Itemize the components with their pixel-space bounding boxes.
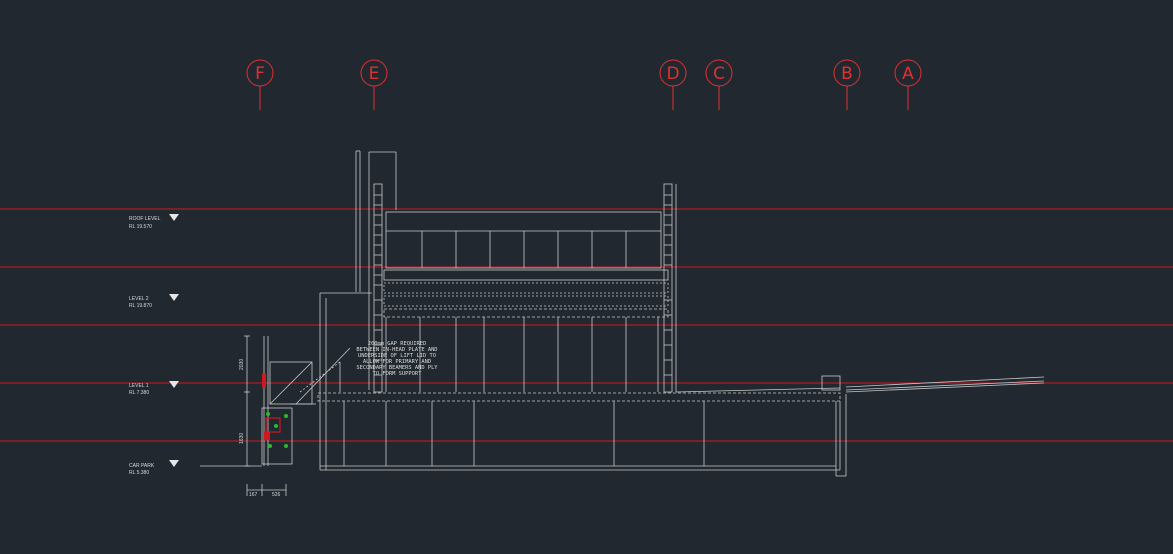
note-line-1: 200mm GAP REQUIRED bbox=[368, 341, 426, 347]
dim-bottom-left: 167 bbox=[249, 492, 258, 498]
note-line-3: UNDERSIDE OF LIFT LID TO bbox=[358, 353, 436, 359]
level-triangle-icon bbox=[169, 214, 179, 221]
level-name-level1: LEVEL 1 bbox=[129, 383, 149, 389]
note-line-6: TO FORM SUPPORT bbox=[373, 371, 422, 377]
grid-bubbles: F E D C B A bbox=[246, 59, 922, 110]
annotation-note[interactable]: 200mm GAP REQUIRED BETWEEN IN-HEAD PLATE… bbox=[356, 341, 438, 377]
level-rl-level1: RL 7.380 bbox=[129, 390, 149, 396]
carpark-storey bbox=[200, 394, 847, 477]
grid-bubble-E[interactable]: E bbox=[360, 59, 388, 110]
grid-bubble-A[interactable]: A bbox=[894, 59, 922, 110]
level-markers: ROOF LEVEL RL 19.570 LEVEL 2 RL 19.870 L… bbox=[129, 214, 179, 476]
level-marker-level2[interactable]: LEVEL 2 RL 19.870 bbox=[129, 294, 179, 309]
level-triangle-icon bbox=[169, 381, 179, 388]
level1-slab bbox=[317, 375, 1045, 402]
level-triangle-icon bbox=[169, 460, 179, 467]
dim-upper: 2030 bbox=[239, 359, 245, 370]
building-section[interactable] bbox=[200, 150, 1045, 496]
grid-label-B: B bbox=[841, 64, 853, 84]
dimension-lines bbox=[244, 335, 287, 496]
dimension-texts: 2030 1630 167 526 bbox=[239, 359, 281, 498]
level-rl-roof: RL 19.570 bbox=[129, 224, 152, 230]
note-line-5: SECONDARY BEAMERS AND PLY bbox=[356, 365, 438, 371]
level-triangle-icon bbox=[169, 294, 179, 301]
level1-storey bbox=[385, 317, 659, 392]
grid-label-C: C bbox=[713, 64, 725, 84]
grid-label-F: F bbox=[255, 64, 265, 84]
grid-label-E: E bbox=[369, 64, 380, 84]
level-lines bbox=[0, 208, 1173, 442]
upper-glazing bbox=[385, 211, 662, 269]
note-line-4: ALLOW FOR PRIMARY AND bbox=[363, 359, 431, 365]
grid-bubble-D[interactable]: D bbox=[659, 59, 687, 110]
level-marker-level1[interactable]: LEVEL 1 RL 7.380 bbox=[129, 381, 179, 396]
level-rl-level2: RL 19.870 bbox=[129, 303, 152, 309]
dim-lower: 1630 bbox=[239, 433, 245, 444]
level-rl-carpark: RL 5.380 bbox=[129, 470, 149, 476]
level-name-carpark: CAR PARK bbox=[129, 463, 155, 469]
dim-bottom-right: 526 bbox=[272, 492, 281, 498]
lift-pit bbox=[261, 336, 351, 466]
level-name-level2: LEVEL 2 bbox=[129, 296, 149, 302]
level-name-roof: ROOF LEVEL bbox=[129, 216, 161, 222]
grid-bubble-F[interactable]: F bbox=[246, 59, 274, 110]
column-d bbox=[663, 183, 677, 393]
lift-shaft-wall bbox=[355, 150, 397, 393]
grid-label-D: D bbox=[666, 64, 679, 84]
level-marker-roof[interactable]: ROOF LEVEL RL 19.570 bbox=[129, 214, 179, 230]
detail-markers bbox=[262, 374, 288, 448]
note-line-2: BETWEEN IN-HEAD PLATE AND bbox=[356, 347, 437, 353]
grid-label-A: A bbox=[902, 64, 914, 84]
grid-bubble-C[interactable]: C bbox=[705, 59, 733, 110]
level-marker-carpark[interactable]: CAR PARK RL 5.380 bbox=[129, 460, 179, 476]
grid-bubble-B[interactable]: B bbox=[833, 59, 861, 110]
level2-slab bbox=[319, 269, 669, 470]
